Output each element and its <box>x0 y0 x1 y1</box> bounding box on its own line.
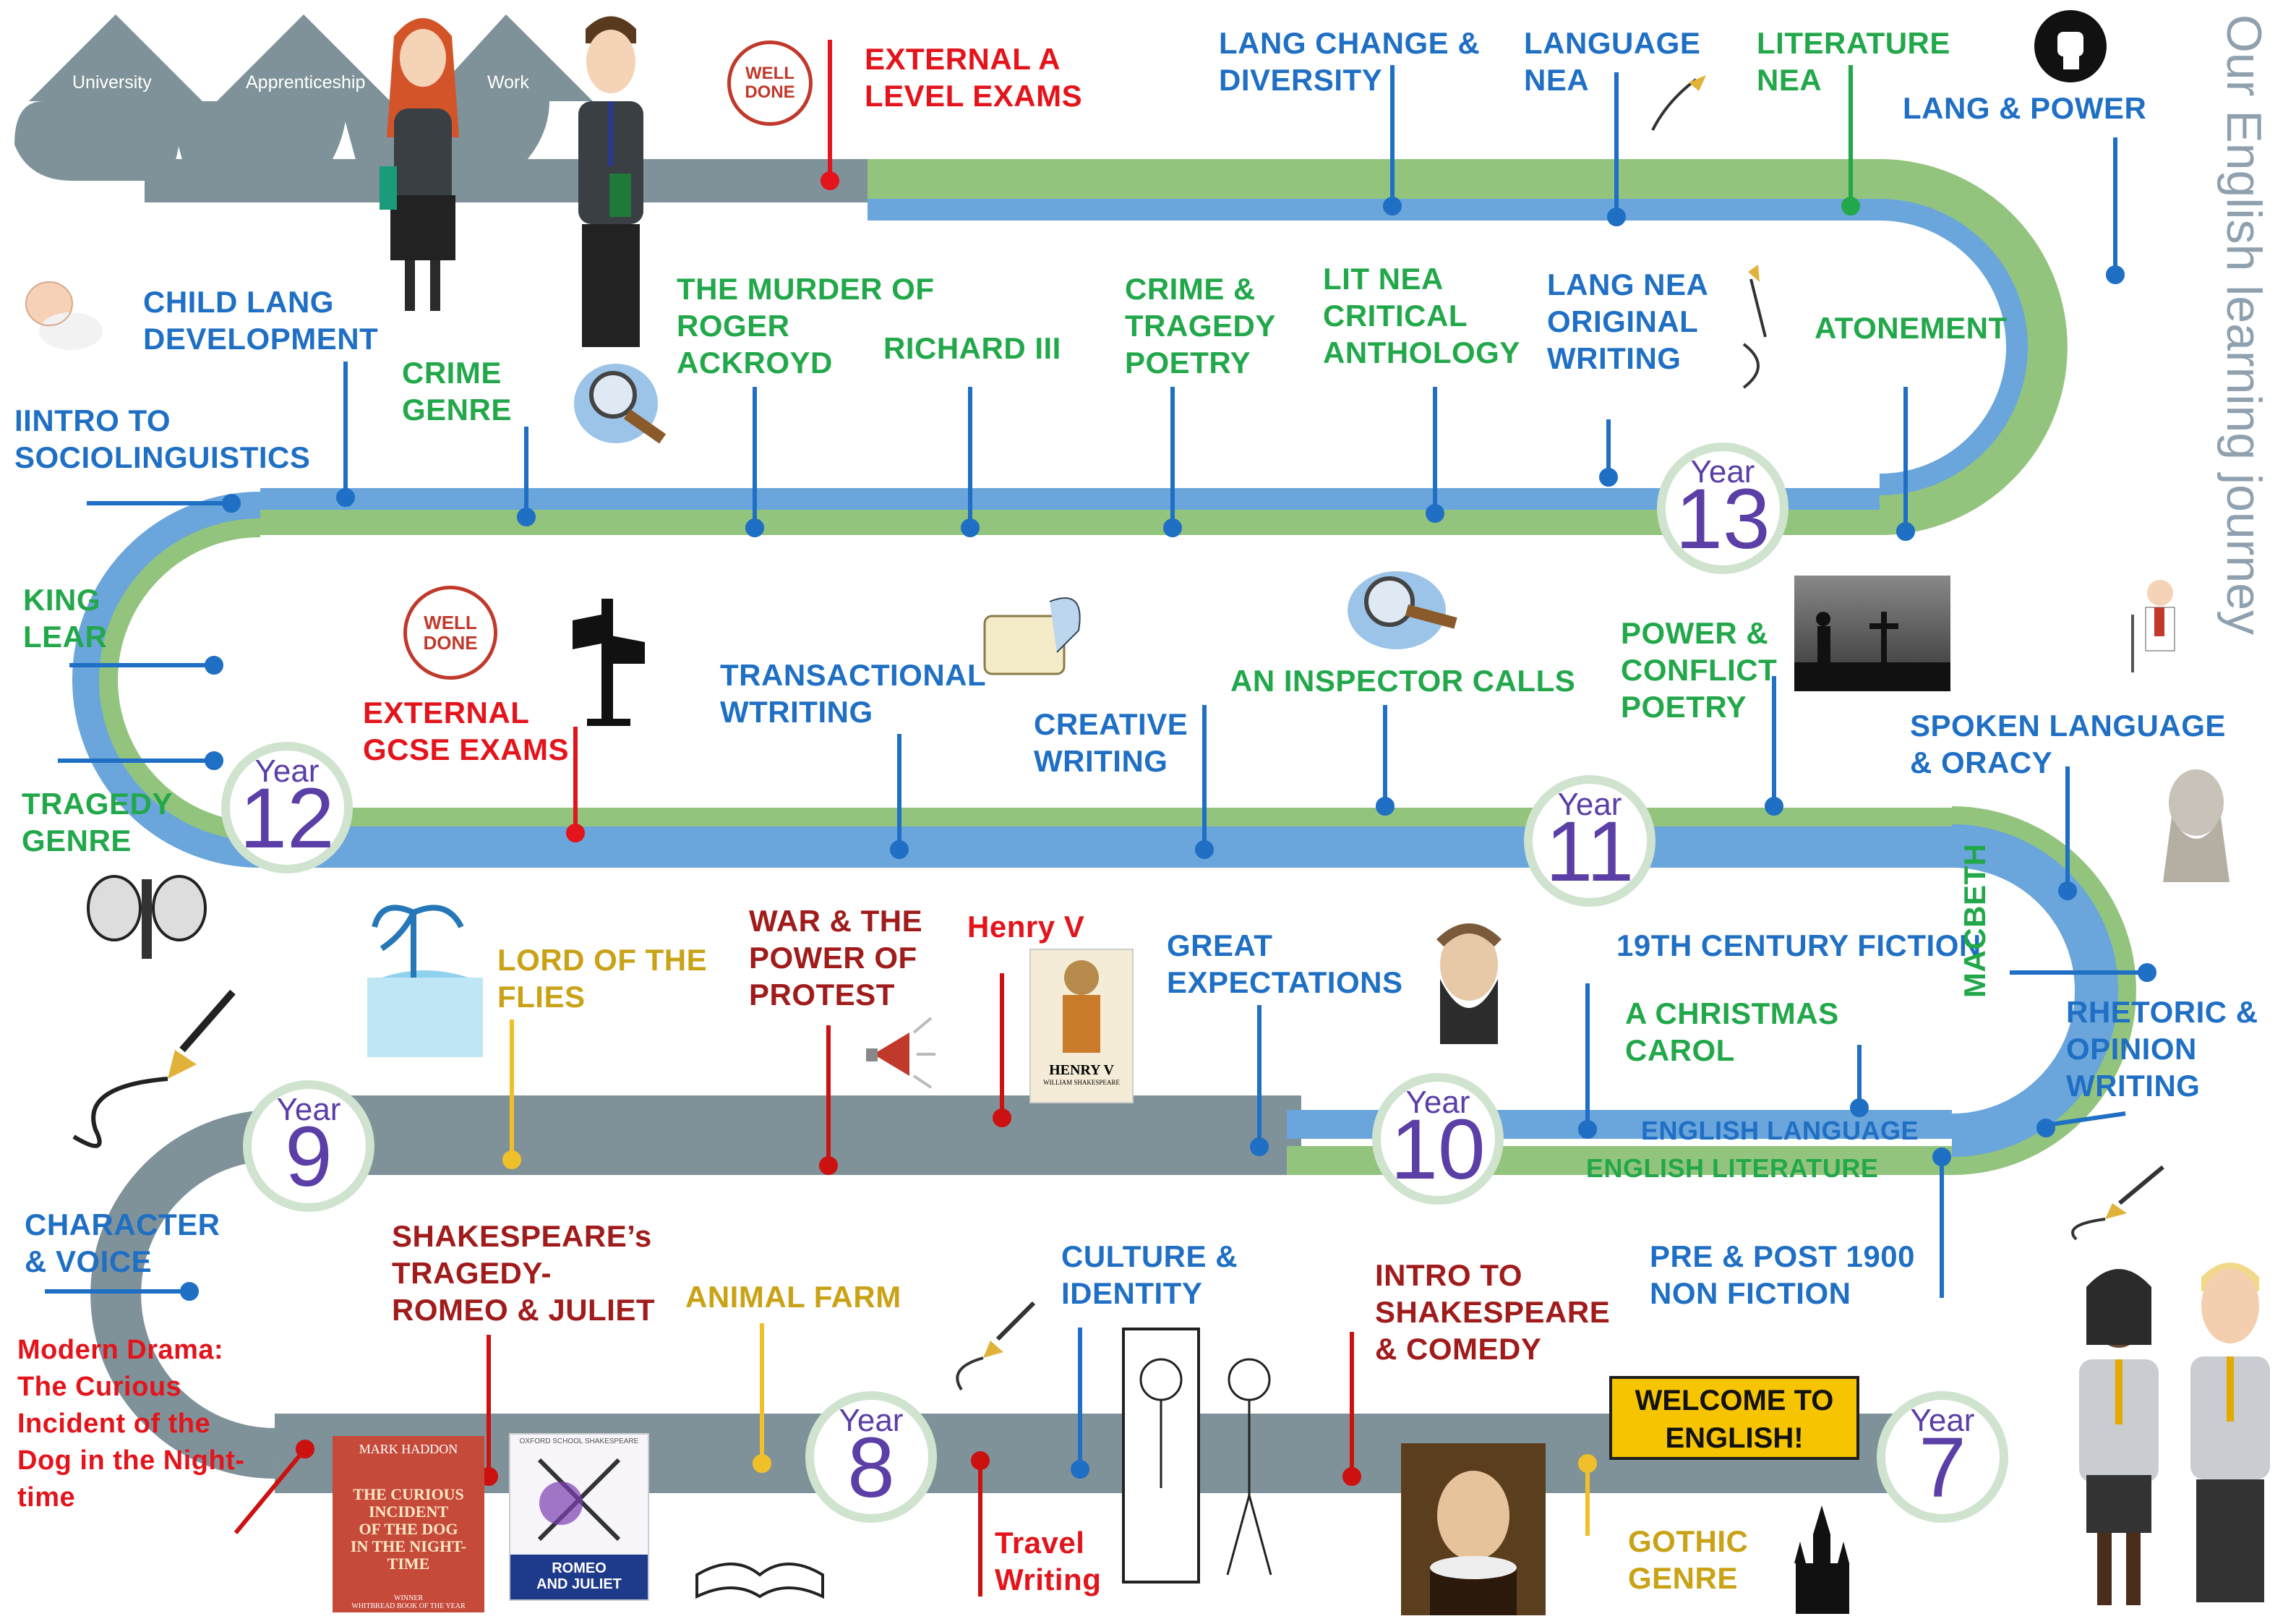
label-character-voice: CHARACTER & VOICE <box>25 1208 220 1278</box>
megaphone-icon <box>859 1011 938 1090</box>
label-inspector-calls: AN INSPECTOR CALLS <box>1230 664 1576 698</box>
label-culture-identity: CULTURE & IDENTITY <box>1061 1239 1238 1310</box>
romeo-and-juliet-book-cover: OXFORD SCHOOL SHAKESPEARE ROMEO AND JULI… <box>509 1433 649 1601</box>
sixth-form-student-boy-illustration <box>560 7 661 362</box>
exit-label-university: University <box>72 72 152 93</box>
english-language-track-label: ENGLISH LANGUAGE <box>1641 1116 1919 1145</box>
curious-book-author: MARK HADDON <box>359 1442 458 1456</box>
label-pre-post-1900: PRE & POST 1900 NON FICTION <box>1650 1239 1915 1310</box>
quill-pen-icon <box>67 985 254 1158</box>
scroll-quill-icon <box>977 587 1093 688</box>
label-macbeth: MACBETH <box>1958 843 1992 998</box>
henry-v-book-cover: HENRY V WILLIAM SHAKESPEARE <box>1029 949 1134 1103</box>
drama-masks-icon <box>78 865 215 966</box>
label-war-power-protest: WAR & THE POWER OF PROTEST <box>749 904 923 1012</box>
label-intro-sociolinguistics: IINTRO TO SOCIOLINGUISTICS <box>14 403 311 474</box>
label-crime-tragedy-poetry: CRIME & TRAGEDY POETRY <box>1125 272 1276 380</box>
quill-pen-icon <box>940 1296 1041 1397</box>
raised-fist-icon <box>2034 10 2107 82</box>
baby-icon <box>13 275 107 354</box>
label-gothic-genre: GOTHIC GENRE <box>1628 1524 1749 1595</box>
romeo-book-series: OXFORD SCHOOL SHAKESPEARE <box>519 1437 639 1445</box>
label-spoken-language: SPOKEN LANGUAGE & ORACY <box>1910 709 2226 779</box>
mirror-reflection-illustration <box>1119 1322 1290 1589</box>
year-7-student-boy-illustration <box>2176 1248 2284 1610</box>
quill-pen-icon <box>1645 72 1710 137</box>
romeo-book-title: ROMEO AND JULIET <box>510 1555 648 1599</box>
quill-pen-icon <box>2055 1160 2170 1247</box>
aristotle-bust-image <box>2150 759 2243 882</box>
page-title: Our English learning journey <box>2216 14 2271 636</box>
charles-dickens-portrait <box>1411 914 1527 1044</box>
shakespeare-portrait <box>1401 1443 1546 1615</box>
label-animal-farm: ANIMAL FARM <box>685 1280 901 1314</box>
label-child-lang-development: CHILD LANG DEVELOPMENT <box>143 285 379 356</box>
curious-book-award: WINNER WHITBREAD BOOK OF THE YEAR <box>351 1594 466 1610</box>
exit-label-work: Work <box>487 72 529 93</box>
label-19th-century-fiction: 19TH CENTURY FICTION <box>1616 928 1982 962</box>
label-a-christmas-carol: A CHRISTMAS CAROL <box>1625 996 1839 1067</box>
public-speaker-icon <box>2109 571 2211 680</box>
english-literature-track-label: ENGLISH LITERATURE <box>1586 1153 1879 1183</box>
henry-v-book-author: WILLIAM SHAKESPEARE <box>1043 1079 1120 1086</box>
label-transactional-writing: TRANSACTIONAL WTRITING <box>720 658 987 729</box>
label-lang-and-power: LANG & POWER <box>1903 91 2147 125</box>
label-king-lear: KING LEAR <box>23 583 108 654</box>
label-lang-change-diversity: LANG CHANGE & DIVERSITY <box>1219 26 1481 97</box>
well-done-stamp-icon: WELL DONE <box>727 40 813 126</box>
exit-label-apprenticeship: Apprenticeship <box>246 72 366 93</box>
label-rhetoric-opinion: RHETORIC & OPINION WRITING <box>2066 995 2258 1103</box>
curious-incident-book-cover: MARK HADDON THE CURIOUS INCIDENT OF THE … <box>333 1436 484 1612</box>
label-external-a-level: EXTERNAL A LEVEL EXAMS <box>865 42 1083 113</box>
label-literature-nea: LITERATURE NEA <box>1757 26 1950 97</box>
label-great-expectations: GREAT EXPECTATIONS <box>1167 928 1403 999</box>
label-crime-genre: CRIME GENRE <box>402 356 512 427</box>
desert-island-image <box>367 891 483 1057</box>
label-henry-v: Henry V <box>967 910 1085 944</box>
quill-pen-icon <box>1729 265 1787 395</box>
soldier-grave-image <box>1794 576 1950 691</box>
curious-book-title: THE CURIOUS INCIDENT OF THE DOG IN THE N… <box>350 1485 467 1573</box>
magnifying-glass-icon <box>573 353 681 447</box>
label-murder-roger-ackroyd: THE MURDER OF ROGER ACKROYD <box>677 272 935 380</box>
label-lang-nea-original: LANG NEA ORIGINAL WRITING <box>1547 268 1709 375</box>
welcome-sign: WELCOME TO ENGLISH! <box>1609 1376 1859 1460</box>
gothic-castle-icon <box>1793 1505 1852 1614</box>
label-richard-iii: RICHARD III <box>883 331 1061 365</box>
signpost-icon <box>565 591 652 729</box>
label-language-nea: LANGUAGE NEA <box>1524 26 1701 97</box>
exit-arrows <box>14 14 593 181</box>
label-atonement: ATONEMENT <box>1815 311 2008 345</box>
label-tragedy-genre: TRAGEDY GENRE <box>22 787 173 858</box>
label-intro-shakespeare-comedy: INTRO TO SHAKESPEARE & COMEDY <box>1375 1258 1611 1366</box>
well-done-stamp-icon: WELL DONE <box>403 586 497 680</box>
label-gcse-exams: EXTERNAL GCSE EXAMS <box>363 696 570 766</box>
label-romeo-juliet: SHAKESPEARE’s TRAGEDY- ROMEO & JULIET <box>392 1219 656 1327</box>
sixth-form-student-girl-illustration <box>365 7 481 340</box>
year-7-student-girl-illustration <box>2065 1258 2173 1612</box>
label-lord-of-the-flies: LORD OF THE FLIES <box>497 943 708 1014</box>
label-travel-writing: Travel Writing <box>995 1526 1102 1597</box>
label-power-conflict: POWER & CONFLICT POETRY <box>1621 616 1778 724</box>
magnifying-glass-icon <box>1346 564 1469 651</box>
henry-v-book-title: HENRY V <box>1049 1062 1114 1078</box>
open-book-icon <box>690 1510 830 1604</box>
label-lit-nea-anthology: LIT NEA CRITICAL ANTHOLOGY <box>1323 262 1520 369</box>
label-creative-writing: CREATIVE WRITING <box>1034 707 1188 778</box>
label-curious-incident: Modern Drama: The Curious Incident of th… <box>17 1335 245 1513</box>
